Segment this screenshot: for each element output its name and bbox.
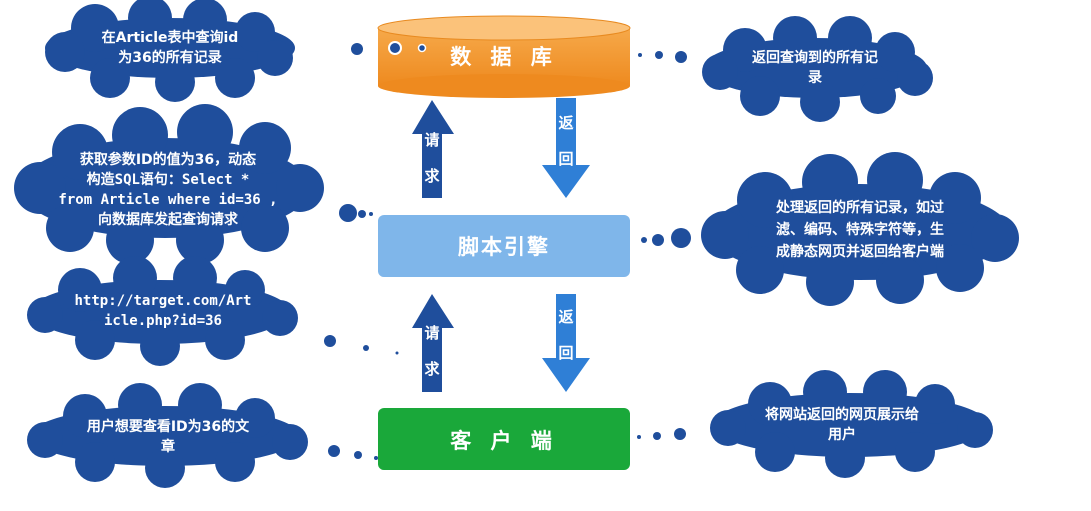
cloud-return-records: 返回查询到的所有记 录 [702, 16, 933, 122]
cloud-line: 将网站返回的网页展示给 [765, 406, 919, 423]
script-engine-label: 脚本引擎 [458, 235, 550, 259]
arrow-label: 返 [558, 308, 573, 326]
connector-dot [358, 210, 366, 218]
cloud-line: from Article where id=36 , [58, 192, 277, 208]
connector-dot [369, 212, 373, 216]
cloud-line: http://target.com/Art [74, 293, 251, 309]
cloud-line: 为36的所有记录 [118, 49, 221, 66]
connector-dot [655, 51, 663, 59]
connector-dot [671, 228, 691, 248]
connector-dot [339, 204, 357, 222]
connector-dot [675, 51, 687, 63]
cloud-line: 构造SQL语句：Select * [87, 171, 250, 188]
cloud-query-article: 在Article表中查询id 为36的所有记录 [45, 0, 295, 102]
cloud-build-sql: 获取参数ID的值为36，动态 构造SQL语句：Select * from Art… [14, 104, 324, 264]
arrow-label: 请 [424, 131, 439, 149]
cloud-line: 返回查询到的所有记 [752, 49, 878, 66]
connector-dot [637, 435, 641, 439]
cloud-line: 获取参数ID的值为36，动态 [80, 151, 256, 168]
connector-dot [641, 237, 647, 243]
arrow-label: 回 [558, 344, 573, 362]
cloud-show-page: 将网站返回的网页展示给 用户 [710, 370, 993, 478]
connector-dot [652, 234, 664, 246]
connector-dot [363, 345, 369, 351]
connector-dot [674, 428, 686, 440]
cloud-user-wants: 用户想要查看ID为36的文 章 [27, 383, 308, 488]
arrow-label: 返 [558, 114, 573, 132]
db-dot [417, 43, 427, 53]
request-arrow-top: 请 求 [412, 100, 454, 198]
arrow-label: 求 [424, 360, 440, 378]
cloud-line: 章 [161, 438, 175, 455]
cloud-line: icle.php?id=36 [104, 313, 222, 329]
cloud-line: 录 [808, 70, 822, 86]
database-label: 数 据 库 [450, 45, 558, 69]
connector-dot [638, 53, 642, 57]
arrow-label: 求 [424, 167, 440, 185]
request-arrow-bottom: 请 求 [412, 294, 454, 392]
database-node: 数 据 库 [377, 15, 631, 98]
arrow-label: 回 [558, 150, 573, 168]
cloud-line: 在Article表中查询id [102, 29, 239, 46]
cloud-line: 用户想要查看ID为36的文 [87, 418, 250, 435]
cloud-line: 处理返回的所有记录，如过 [775, 199, 944, 216]
cloud-line: 滤、编码、特殊字符等，生 [776, 221, 944, 238]
cloud-url: http://target.com/Art icle.php?id=36 [27, 256, 298, 366]
return-arrow-top: 返 回 [542, 98, 590, 198]
script-engine-node: 脚本引擎 [378, 215, 630, 277]
return-arrow-bottom: 返 回 [542, 294, 590, 392]
client-node: 客 户 端 [378, 408, 630, 470]
connector-dot [354, 451, 362, 459]
arrow-label: 请 [424, 324, 439, 342]
connector-dot [351, 43, 363, 55]
connector-dot [374, 456, 378, 460]
connector-dot [653, 432, 661, 440]
cloud-process-records: 处理返回的所有记录，如过 滤、编码、特殊字符等，生 成静态网页并返回给客户端 [701, 152, 1019, 306]
client-label: 客 户 端 [450, 429, 558, 453]
db-dot [388, 41, 402, 55]
cloud-line: 向数据库发起查询请求 [98, 211, 239, 228]
connector-dot [328, 445, 340, 457]
cloud-line: 用户 [828, 426, 856, 443]
cloud-line: 成静态网页并返回给客户端 [776, 243, 944, 260]
connector-dot [395, 351, 399, 355]
connector-dot [324, 335, 336, 347]
